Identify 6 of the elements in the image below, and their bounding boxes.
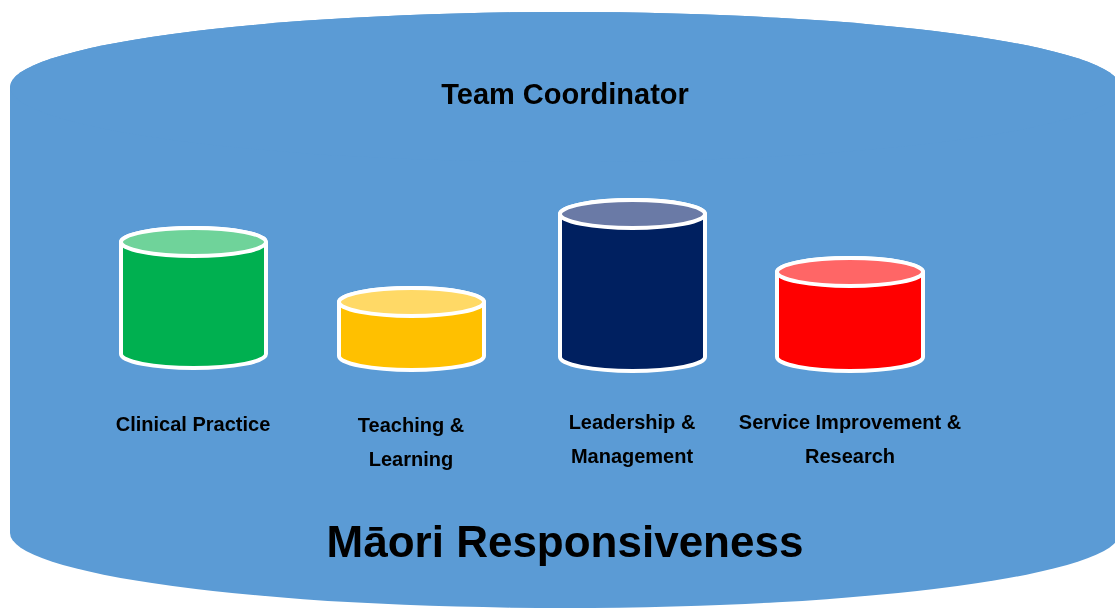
title-text: Māori Responsiveness — [325, 517, 805, 567]
heading: Team Coordinator — [440, 78, 690, 111]
category-label: Service Improvement & Research — [737, 410, 963, 469]
category-label: Leadership & Management — [567, 410, 697, 469]
category-label: Clinical Practice — [114, 412, 272, 437]
category-label: Teaching & Learning — [356, 413, 466, 472]
